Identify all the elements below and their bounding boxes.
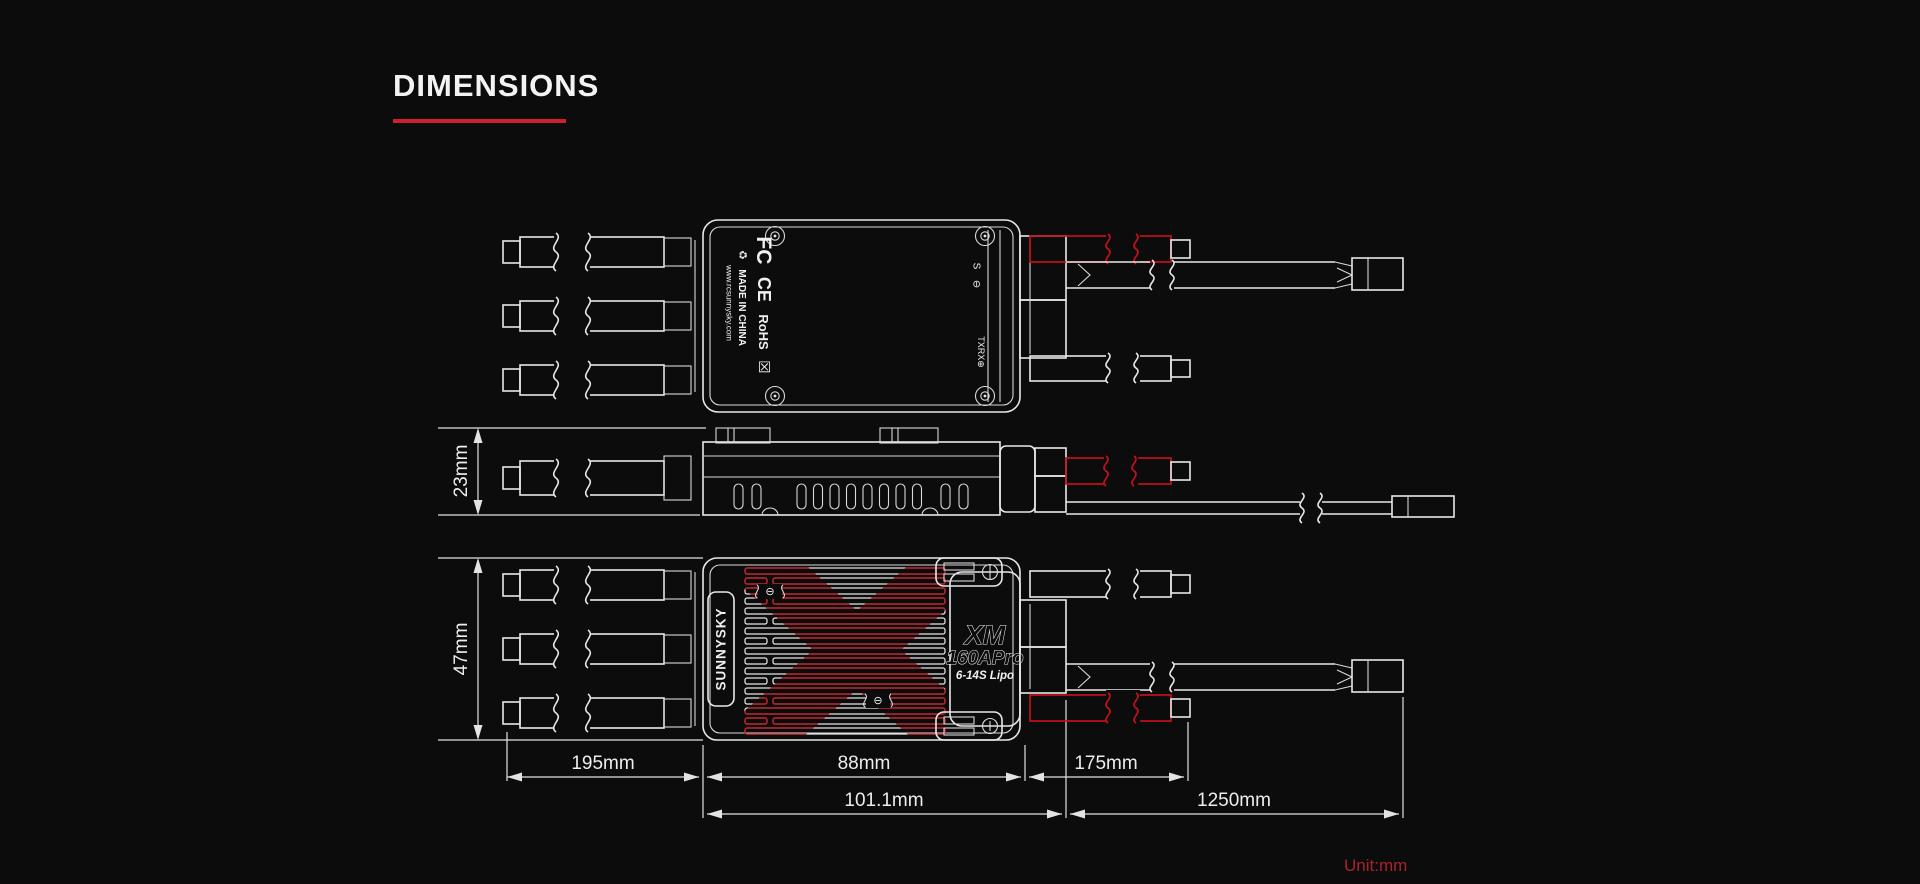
top-view: www.rcsunnysky.com ♻ MADE IN CHINA FC CE…	[502, 219, 1404, 413]
brand-plate	[707, 591, 735, 707]
power-connector-block	[1019, 235, 1067, 359]
model-rating-label: 160APro	[946, 648, 1023, 669]
power-wire-red	[1029, 690, 1191, 726]
motor-wire	[502, 693, 692, 733]
dim-label-195mm: 195mm	[571, 753, 634, 774]
unit-note: Unit:mm	[1344, 856, 1407, 875]
rohs-logo: RoHS	[757, 314, 772, 350]
dim-label-1250mm: 1250mm	[1197, 790, 1271, 811]
bottom-view: SUNNYSKY ⊖ ⊖ XM 160APro 6-14S Lipo	[502, 557, 1404, 741]
dimension-signal-cable: 1250mm	[1070, 790, 1399, 819]
bullet-connector	[1170, 574, 1191, 594]
esc-case-top	[702, 219, 1021, 413]
bullet-connector	[1170, 461, 1191, 481]
title-underline	[393, 119, 566, 123]
servo-connector	[1351, 257, 1404, 291]
flathead-screw-icon	[981, 563, 999, 581]
negative-port-label: ⊖	[971, 280, 982, 288]
cable-break-icon	[1317, 492, 1323, 524]
dimension-side-height: 23mm	[451, 428, 483, 515]
negative-screw-icon: ⊖	[765, 586, 774, 598]
cable-break-icon	[1299, 492, 1305, 524]
cable-break-icon	[1169, 661, 1175, 693]
dimension-power-wire: 175mm	[1029, 753, 1184, 782]
motor-wire	[502, 232, 692, 272]
power-wire-red	[1065, 453, 1191, 489]
dimension-case-length: 88mm	[707, 753, 1021, 782]
dim-label-101mm: 101.1mm	[844, 790, 923, 811]
model-series-label: XM	[963, 620, 1006, 650]
vent-slots	[733, 483, 969, 510]
dimension-case-total: 101.1mm	[707, 790, 1062, 819]
website-label: www.rcsunnysky.com	[725, 264, 734, 341]
motor-wire	[502, 565, 692, 605]
model-battery-label: 6-14S Lipo	[956, 670, 1014, 682]
brand-label: SUNNYSKY	[714, 607, 729, 690]
mount-tab	[715, 427, 771, 444]
txrx-port-label: TXRX⊕	[976, 336, 986, 368]
bullet-connector	[1170, 698, 1191, 718]
corner-screw-icon	[974, 385, 996, 407]
extension-lines	[438, 427, 1404, 818]
dim-label-88mm: 88mm	[838, 753, 891, 774]
cable-break-icon	[1149, 259, 1155, 291]
cable-break-icon	[1169, 259, 1175, 291]
corner-tab	[935, 557, 1003, 587]
corner-screw-icon	[974, 225, 996, 247]
negative-screw-icon: ⊖	[873, 695, 882, 707]
svg-text:FC CE RoHS: FC CE RoHS ☒	[753, 236, 776, 373]
svg-text:♻ MADE IN CHINA: ♻ MADE IN CHINA	[734, 250, 751, 346]
servo-connector	[1391, 495, 1455, 518]
servo-connector	[1351, 659, 1404, 693]
dim-label-175mm: 175mm	[1074, 753, 1137, 774]
bullet-connector	[1170, 239, 1191, 259]
fcc-logo: FC	[753, 236, 776, 264]
corner-screw-icon	[764, 385, 786, 407]
phillips-screw-icon	[981, 717, 999, 735]
dimension-bottom-height: 47mm	[451, 558, 483, 740]
dimension-motor-wire: 195mm	[507, 753, 699, 782]
motor-wire	[502, 455, 692, 501]
signal-cable	[1066, 492, 1455, 524]
corner-screw-icon	[764, 225, 786, 247]
fin-screw-marker: ⊖	[755, 584, 785, 599]
signal-cable	[1066, 659, 1404, 693]
made-in-label: MADE IN CHINA	[737, 269, 748, 346]
recycle-icon: ♻	[736, 250, 748, 260]
page-title: DIMENSIONS	[393, 68, 600, 103]
cable-break-icon	[1149, 661, 1155, 693]
motor-wire	[502, 296, 692, 336]
foot-bumps	[761, 507, 939, 516]
dimension-annotations: 23mm 47mm 195mm 88mm	[451, 428, 1399, 819]
dim-label-23mm: 23mm	[451, 445, 472, 498]
fin-screw-marker: ⊖	[863, 693, 893, 708]
signal-cable	[1066, 257, 1404, 291]
side-view	[502, 427, 1455, 524]
power-connector-block	[1019, 599, 1067, 694]
power-wire-black	[1029, 351, 1191, 386]
corner-tab	[935, 711, 1003, 741]
power-wire-black	[1029, 566, 1191, 602]
signal-port-label: S	[971, 263, 982, 270]
esc-case-side	[702, 441, 1001, 516]
dim-label-47mm: 47mm	[451, 623, 472, 676]
mount-tab	[879, 427, 939, 444]
ce-logo: CE	[754, 277, 774, 302]
weee-icon: ☒	[756, 360, 773, 373]
motor-wire	[502, 360, 692, 400]
motor-wire	[502, 629, 692, 669]
bullet-connector	[1170, 359, 1191, 378]
